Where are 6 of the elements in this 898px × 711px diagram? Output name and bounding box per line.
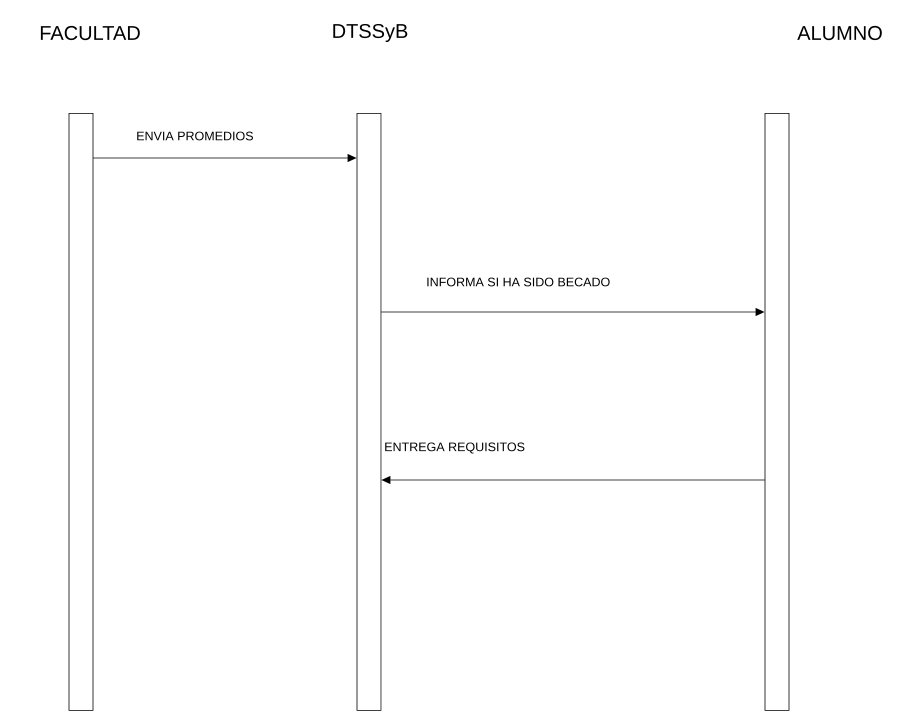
lifeline-heading: FACULTAD <box>40 26 140 40</box>
lifeline-heading: ALUMNO <box>797 26 882 40</box>
message-label: ENTREGA REQUISITOS <box>383 441 526 455</box>
message-label: ENVIA PROMEDIOS <box>135 130 255 142</box>
message-label: INFORMA SI HA SIDO BECADO <box>425 276 612 288</box>
lifeline-heading: DTSSyB <box>333 24 408 42</box>
